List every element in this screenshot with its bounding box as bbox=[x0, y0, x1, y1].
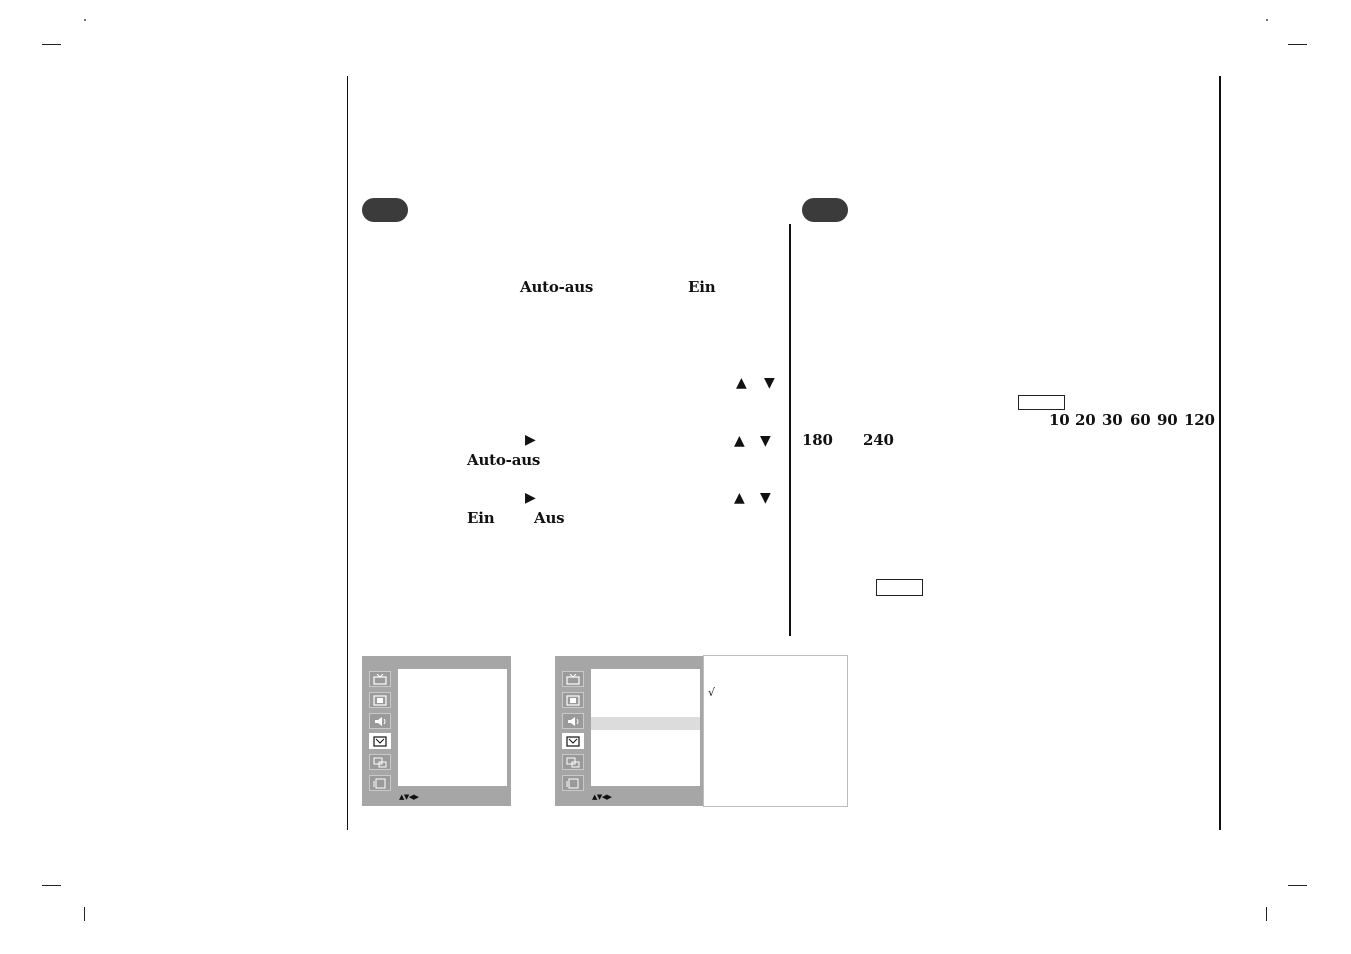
button-key-box bbox=[1018, 395, 1065, 410]
up-arrow-icon: ▲ bbox=[734, 490, 745, 506]
option-aus: Aus bbox=[534, 509, 565, 527]
crop-dot-top-right bbox=[1266, 19, 1268, 21]
button-key-box bbox=[876, 579, 923, 596]
down-arrow-icon: ▼ bbox=[760, 433, 771, 449]
right-arrow-icon: ▶ bbox=[525, 490, 536, 506]
minutes-90: 90 bbox=[1157, 411, 1178, 429]
special-icon bbox=[369, 754, 391, 770]
crop-mark-bottom-left bbox=[42, 885, 61, 886]
down-arrow-icon: ▼ bbox=[760, 490, 771, 506]
crop-mark-top-right bbox=[1288, 44, 1307, 45]
term-auto-aus: Auto-aus bbox=[520, 278, 594, 296]
crop-dot-top-left bbox=[84, 19, 86, 21]
osd-submenu: √ bbox=[703, 655, 848, 807]
sound-icon bbox=[562, 713, 584, 729]
screen-icon bbox=[562, 775, 584, 791]
minutes-20: 20 bbox=[1075, 411, 1096, 429]
osd-menu-submenu-open: ▲▼◀▶ bbox=[555, 656, 704, 806]
minutes-240: 240 bbox=[863, 431, 894, 449]
tv-setup-icon bbox=[562, 671, 584, 687]
tv-setup-icon bbox=[369, 671, 391, 687]
osd-selected-row bbox=[591, 717, 700, 730]
osd-nav-hint: ▲▼◀▶ bbox=[399, 793, 419, 801]
page-left-rule bbox=[347, 76, 348, 830]
minutes-30: 30 bbox=[1102, 411, 1123, 429]
minutes-10: 10 bbox=[1049, 411, 1070, 429]
right-arrow-icon: ▶ bbox=[525, 432, 536, 448]
option-ein: Ein bbox=[467, 509, 495, 527]
osd-nav-hint: ▲▼◀▶ bbox=[592, 793, 612, 801]
osd-menu-panel bbox=[398, 669, 507, 786]
page-right-rule bbox=[1219, 76, 1221, 830]
section-badge-right bbox=[802, 198, 848, 222]
crop-mark-bottom-left-v bbox=[84, 907, 85, 921]
time-icon bbox=[369, 733, 391, 749]
down-arrow-icon: ▼ bbox=[764, 375, 775, 391]
sound-icon bbox=[369, 713, 391, 729]
minutes-60: 60 bbox=[1130, 411, 1151, 429]
term-auto-aus-step: Auto-aus bbox=[467, 451, 541, 469]
screen-icon bbox=[369, 775, 391, 791]
time-icon bbox=[562, 733, 584, 749]
section-badge-left bbox=[362, 198, 408, 222]
picture-icon bbox=[562, 692, 584, 708]
up-arrow-icon: ▲ bbox=[734, 433, 745, 449]
crop-mark-bottom-right-v bbox=[1266, 907, 1267, 921]
check-mark-icon: √ bbox=[708, 686, 716, 699]
crop-mark-bottom-right bbox=[1288, 885, 1307, 886]
special-icon bbox=[562, 754, 584, 770]
picture-icon bbox=[369, 692, 391, 708]
up-arrow-icon: ▲ bbox=[736, 375, 747, 391]
crop-mark-top-left bbox=[42, 44, 61, 45]
term-ein: Ein bbox=[688, 278, 716, 296]
column-divider bbox=[789, 224, 791, 636]
minutes-120: 120 bbox=[1184, 411, 1215, 429]
minutes-180: 180 bbox=[802, 431, 833, 449]
osd-menu-main: ▲▼◀▶ bbox=[362, 656, 511, 806]
